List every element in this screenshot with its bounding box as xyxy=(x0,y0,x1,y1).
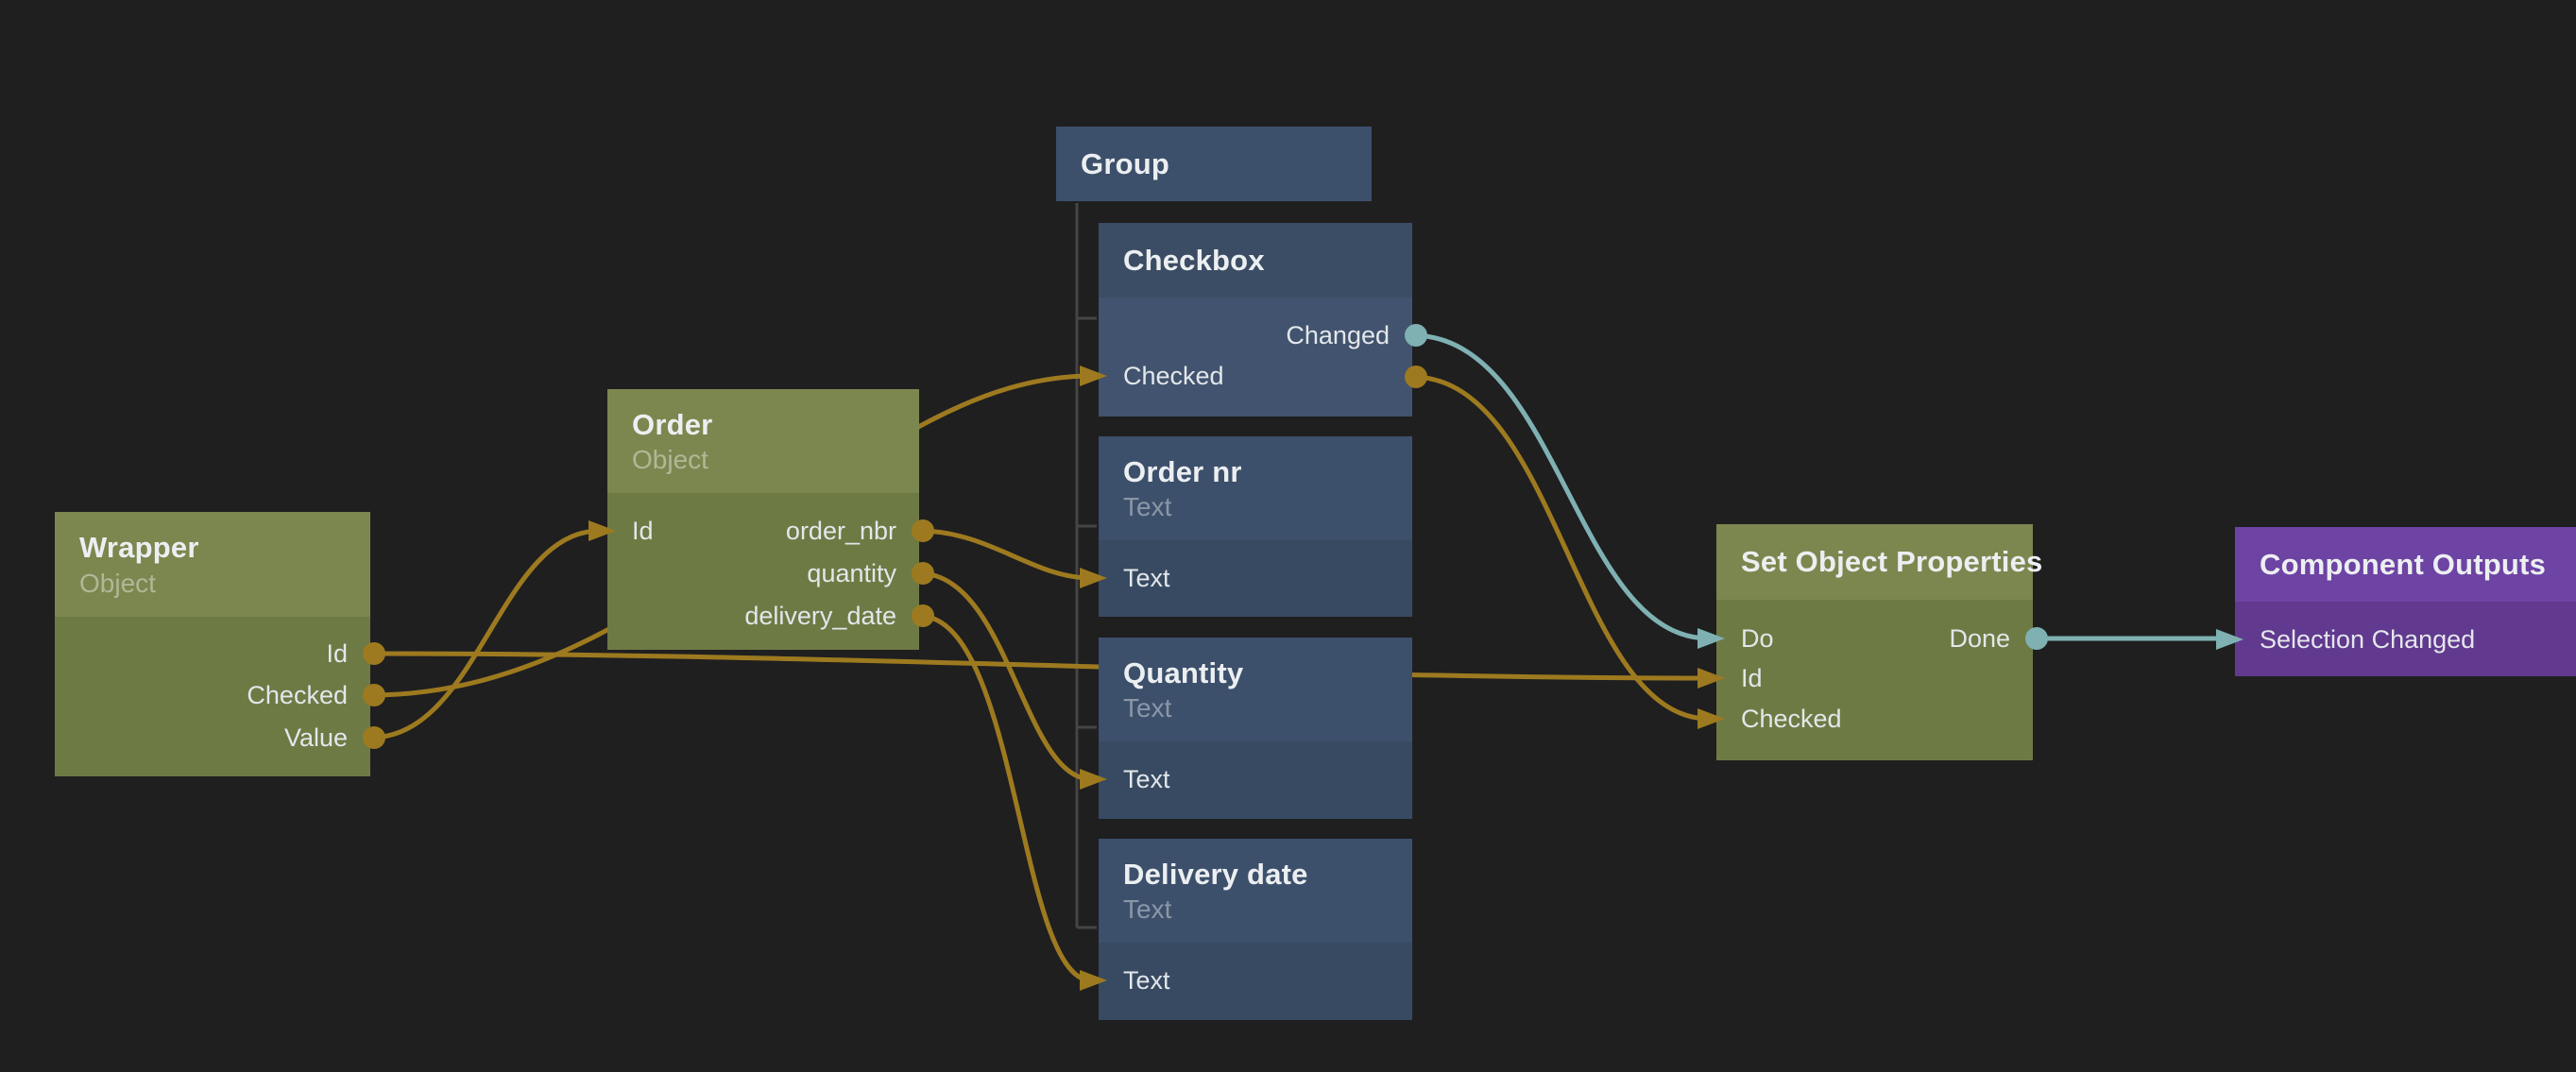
group-children-connector xyxy=(1075,203,1097,929)
wire-delivery-date-to-delivery-text[interactable] xyxy=(916,613,1094,983)
port-checkbox-changed[interactable]: Changed xyxy=(1286,321,1390,349)
node-title: Component Outputs xyxy=(2260,547,2547,581)
port-set-object-properties-do[interactable]: Do xyxy=(1741,624,1774,653)
node-subtitle: Text xyxy=(1123,894,1172,925)
port-order-quantity[interactable]: quantity xyxy=(807,559,896,587)
node-title: Wrapper xyxy=(79,531,199,565)
port-delivery-date-text[interactable]: Text xyxy=(1123,966,1170,995)
node-title: Order nr xyxy=(1123,454,1242,488)
node-header[interactable]: Order nr Text xyxy=(1099,436,1412,540)
node-title: Delivery date xyxy=(1123,857,1308,891)
port-wrapper-checked[interactable]: Checked xyxy=(247,681,348,709)
port-order-id[interactable]: Id xyxy=(632,517,654,545)
node-subtitle: Object xyxy=(79,568,156,598)
wire-wrapper-id-to-sop-id[interactable] xyxy=(367,651,1712,681)
port-component-outputs-selection-changed[interactable]: Selection Changed xyxy=(2260,625,2476,654)
node-header[interactable]: Component Outputs xyxy=(2235,527,2576,602)
port-set-object-properties-checked[interactable]: Checked xyxy=(1741,705,1842,733)
port-quantity-text[interactable]: Text xyxy=(1123,765,1170,793)
node-subtitle: Object xyxy=(632,445,708,475)
port-set-object-properties-id[interactable]: Id xyxy=(1741,664,1763,692)
port-checkbox-checked[interactable]: Checked xyxy=(1123,362,1224,390)
node-title: Set Object Properties xyxy=(1741,545,2043,579)
node-group[interactable]: Group xyxy=(1056,127,1372,201)
node-title: Checkbox xyxy=(1123,243,1265,277)
wire-checkbox-checked-to-sop-checked[interactable] xyxy=(1409,374,1712,722)
wire-order-nbr-to-ordernr-text[interactable] xyxy=(916,528,1094,581)
node-header[interactable]: Group xyxy=(1056,127,1372,201)
node-header[interactable]: Checkbox xyxy=(1099,223,1412,298)
port-order-order-nbr[interactable]: order_nbr xyxy=(785,517,896,545)
node-title: Order xyxy=(632,407,713,441)
port-wrapper-value[interactable]: Value xyxy=(283,723,348,752)
port-wrapper-id[interactable]: Id xyxy=(326,639,348,668)
node-subtitle: Text xyxy=(1123,693,1172,723)
wire-quantity-to-quantity-text[interactable] xyxy=(916,570,1094,782)
node-subtitle: Text xyxy=(1123,492,1172,522)
node-header[interactable]: Set Object Properties xyxy=(1716,524,2043,600)
port-set-object-properties-done[interactable]: Done xyxy=(1949,624,2010,653)
port-order-delivery-date[interactable]: delivery_date xyxy=(744,602,896,630)
wire-checkbox-changed-to-sop-do[interactable] xyxy=(1409,332,1712,641)
port-order-nr-text[interactable]: Text xyxy=(1123,564,1170,592)
node-title: Group xyxy=(1081,146,1169,180)
wire-wrapper-value-to-order-id[interactable] xyxy=(367,528,603,740)
node-title: Quantity xyxy=(1123,655,1244,689)
